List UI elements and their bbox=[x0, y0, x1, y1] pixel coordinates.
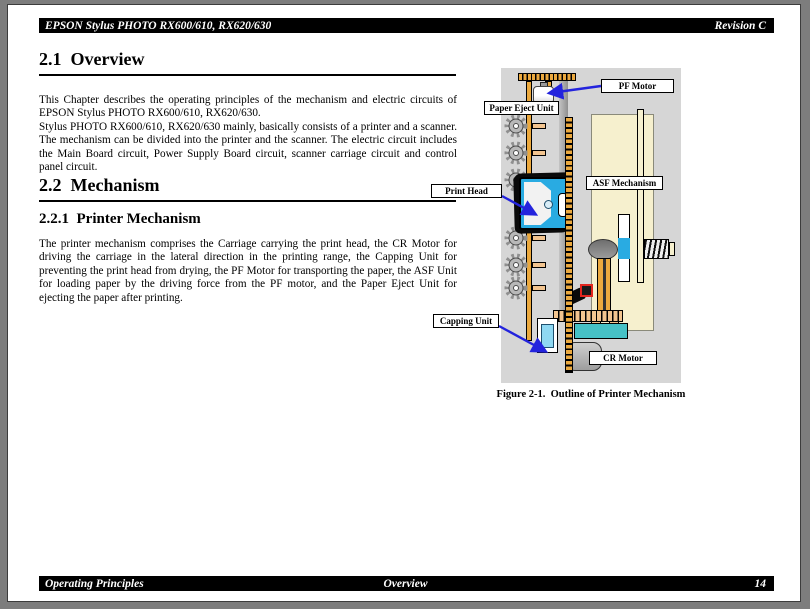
header-revision: Revision C bbox=[714, 19, 766, 32]
label-print-head: Print Head bbox=[431, 184, 502, 198]
printer-mechanism-paragraph: The printer mechanism comprises the Carr… bbox=[39, 238, 457, 304]
timing-belt bbox=[565, 117, 573, 373]
roller-tab bbox=[532, 285, 546, 291]
asf-spring-seat bbox=[669, 242, 675, 256]
asf-guide-strip bbox=[637, 109, 644, 283]
capping-unit-pad bbox=[541, 324, 554, 348]
roller-tab bbox=[532, 150, 546, 156]
page-footer-bar: Operating Principles Overview 14 bbox=[39, 576, 774, 591]
carriage-base bbox=[574, 323, 628, 339]
section-heading-overview: 2.1 Overview bbox=[39, 49, 456, 76]
footer-section: Overview bbox=[383, 577, 428, 590]
label-asf-mechanism: ASF Mechanism bbox=[586, 176, 663, 190]
star-gear-icon bbox=[504, 276, 528, 300]
page-header-bar: EPSON Stylus PHOTO RX600/610, RX620/630 … bbox=[39, 18, 774, 33]
star-gear-icon bbox=[504, 141, 528, 165]
star-gear-icon bbox=[504, 253, 528, 277]
asf-spring bbox=[644, 239, 669, 259]
roller-tab bbox=[532, 262, 546, 268]
sensor-block bbox=[580, 284, 593, 297]
print-head-pivot bbox=[544, 200, 553, 209]
manual-page: EPSON Stylus PHOTO RX600/610, RX620/630 … bbox=[7, 4, 801, 602]
footer-chapter: Operating Principles bbox=[45, 577, 144, 590]
section-heading-printer-mechanism: 2.2.1 Printer Mechanism bbox=[39, 211, 201, 227]
label-cr-motor: CR Motor bbox=[589, 351, 657, 365]
asf-slider-pad bbox=[618, 238, 630, 259]
label-pf-motor: PF Motor bbox=[601, 79, 674, 93]
star-gear-icon bbox=[504, 226, 528, 250]
overview-paragraph: This Chapter describes the operating pri… bbox=[39, 94, 457, 174]
figure-caption: Figure 2-1. Outline of Printer Mechanism bbox=[496, 389, 686, 400]
label-paper-eject-unit: Paper Eject Unit bbox=[484, 101, 559, 115]
roller-tab bbox=[532, 235, 546, 241]
roller-tab bbox=[532, 123, 546, 129]
paper-eject-gear-bar bbox=[518, 73, 576, 81]
footer-page-number: 14 bbox=[754, 577, 766, 590]
asf-roller bbox=[588, 239, 618, 260]
header-title: EPSON Stylus PHOTO RX600/610, RX620/630 bbox=[45, 19, 272, 32]
section-heading-mechanism: 2.2 Mechanism bbox=[39, 175, 456, 202]
asf-roller-shaft bbox=[597, 258, 611, 312]
star-gear-icon bbox=[504, 114, 528, 138]
label-capping-unit: Capping Unit bbox=[433, 314, 499, 328]
printer-mechanism-diagram bbox=[501, 68, 681, 383]
